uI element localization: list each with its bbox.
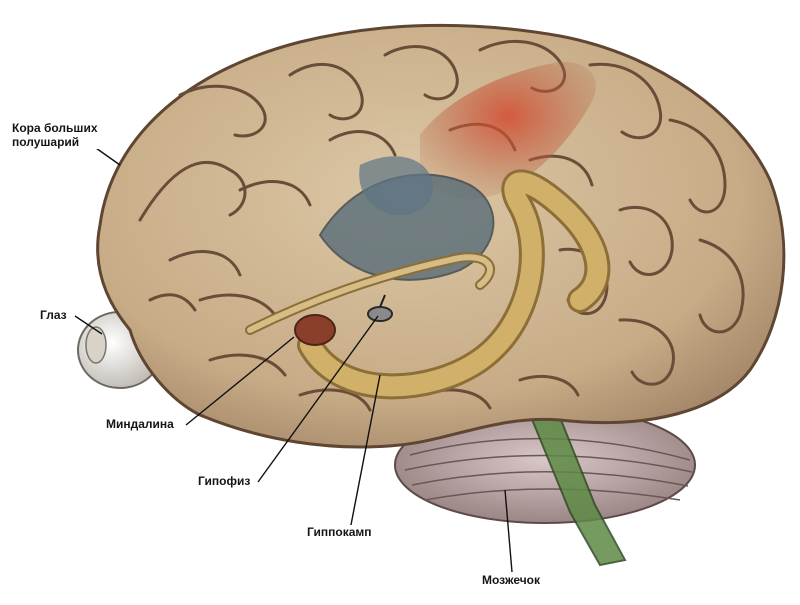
label-eye: Глаз — [38, 308, 69, 322]
leader-line-amygdala — [185, 336, 295, 426]
highlighted-cortex-area — [420, 61, 596, 199]
leader-line-hippocampus — [349, 374, 381, 531]
label-pituitary: Гипофиз — [196, 474, 253, 488]
pituitary-shape — [367, 294, 393, 322]
label-cerebellum: Мозжечок — [480, 573, 543, 587]
amygdala-shape — [294, 314, 336, 346]
label-amygdala: Миндалина — [104, 417, 176, 431]
hippocampus-shape — [245, 169, 611, 400]
deep-structures — [318, 156, 495, 281]
leader-line-eye — [74, 315, 103, 335]
cerebellum-shape — [394, 406, 696, 524]
leader-line-cerebellum — [504, 489, 513, 573]
label-hippocampus: Гиппокамп — [305, 525, 374, 539]
leader-line-pituitary — [257, 315, 379, 483]
label-cerebral-cortex: Кора больших полушарий — [10, 121, 100, 149]
